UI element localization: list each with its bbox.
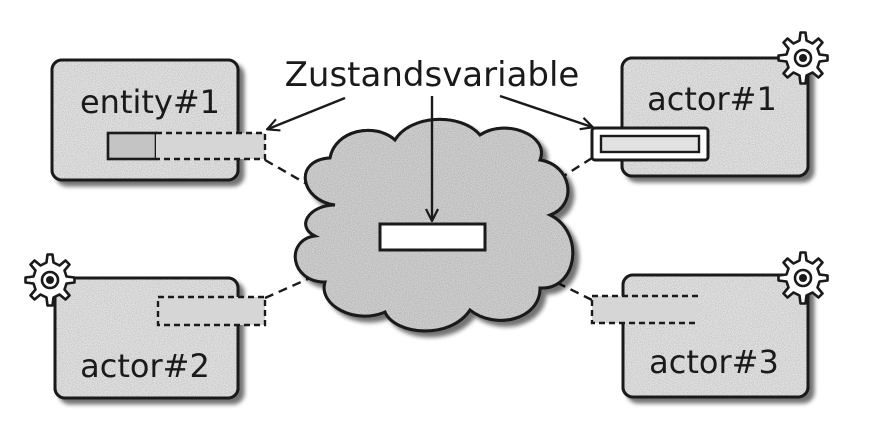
actor-2-gear-icon: [24, 253, 76, 307]
arrow-to-actor-1: [499, 94, 592, 127]
actor-3-projected-slot: [590, 294, 698, 325]
state-variable-heading: Zustandsvariable: [285, 55, 580, 95]
shared-state-cloud: [293, 117, 575, 333]
entity-1-box: entity#1: [50, 58, 267, 182]
actor-3-label: actor#3: [649, 343, 779, 381]
actor-1-label: actor#1: [647, 80, 777, 118]
actor-2-label: actor#2: [80, 347, 210, 385]
actor-1-box: actor#1: [590, 31, 829, 178]
pointer-arrows: [268, 94, 592, 220]
shared-state-slot: [378, 222, 487, 252]
actor-2-box: actor#2: [24, 253, 267, 400]
arrow-to-entity-1: [268, 96, 346, 129]
connection-actor3: [484, 245, 593, 302]
actor-3-gear-icon: [777, 251, 829, 305]
actor-1-gear-icon: [777, 31, 829, 85]
entity-1-label: entity#1: [80, 83, 220, 121]
actor-2-projected-slot: [156, 295, 267, 327]
entity-1-projected-slot: [156, 131, 267, 161]
entity-1-state-slot: [106, 131, 158, 161]
actor-3-box: actor#3: [590, 251, 829, 399]
